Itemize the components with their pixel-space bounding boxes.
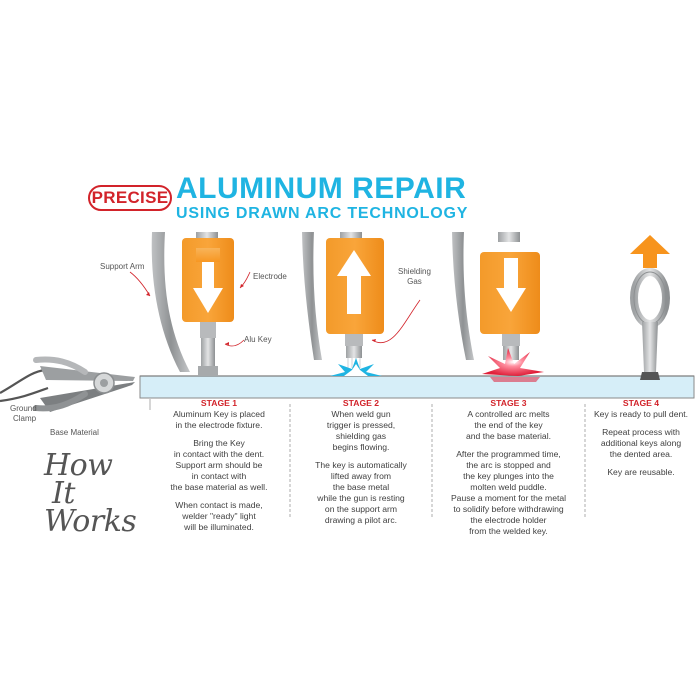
- stage-line: in the electrode fixture.: [175, 420, 263, 430]
- stage-line: Bring the Key: [193, 438, 245, 448]
- stage-heading: STAGE 3: [490, 398, 527, 408]
- stage-paragraph: Key are reusable.: [585, 467, 697, 478]
- stage-line: Repeat process with: [602, 427, 680, 437]
- stage-line: the arc is stopped and: [466, 460, 551, 470]
- stage-heading: STAGE 1: [200, 398, 238, 408]
- stage-line: When weld gun: [331, 409, 391, 419]
- up-arrow-icon: [337, 250, 371, 276]
- stage-line: and the base material.: [465, 431, 552, 441]
- support-arm-icon: [151, 232, 190, 372]
- stage-paragraph: Key is ready to pull dent.: [585, 409, 697, 420]
- stage-line: molten weld puddle.: [470, 482, 547, 492]
- stage-line: lifted away from: [330, 471, 392, 481]
- stage-2-gun: [302, 232, 384, 376]
- label-base-material: Base Material: [50, 428, 99, 437]
- stage-1-gun: [151, 232, 234, 376]
- stage-line: from the welded key.: [469, 526, 548, 536]
- stage-line: Key are reusable.: [607, 467, 675, 477]
- label-support-arm: Support Arm: [100, 262, 145, 271]
- precise-badge: PRECISE: [88, 185, 172, 211]
- how-it-works-title: How It Works: [44, 448, 137, 539]
- stage-line: welder "ready" light: [182, 511, 256, 521]
- stage-line: After the programmed time,: [456, 449, 561, 459]
- label-electrode: Electrode: [253, 272, 287, 281]
- down-arrow-icon: [193, 288, 223, 313]
- stage-line: additional keys along: [600, 438, 682, 448]
- stage-heading: STAGE 2: [342, 398, 380, 408]
- up-arrow-icon: [630, 235, 670, 268]
- stage-line: the base metal: [332, 482, 390, 492]
- label-alu-key: Alu Key: [244, 335, 272, 344]
- stage-line: trigger is pressed,: [326, 420, 396, 430]
- stage-line: the dented area.: [609, 449, 673, 459]
- stage-line: shielding gas: [335, 431, 387, 441]
- stage-line: on the support arm: [324, 504, 398, 514]
- stage-line: Support arm should be: [175, 460, 263, 470]
- label-ground-clamp: Ground Clamp: [10, 404, 37, 423]
- label-shielding-gas: Shielding Gas: [398, 267, 431, 286]
- stage-line: A controlled arc melts: [467, 409, 550, 419]
- page-subtitle: USING DRAWN ARC TECHNOLOGY: [176, 205, 469, 222]
- ground-clamp-icon: [0, 356, 135, 412]
- stage-line: the base material as well.: [170, 482, 268, 492]
- spark-icon: [482, 348, 544, 376]
- key-icon: [642, 322, 658, 372]
- stage-line: Key is ready to pull dent.: [593, 409, 689, 419]
- stage-line: Aluminum Key is placed: [173, 409, 265, 419]
- page-title: ALUMINUM REPAIR: [176, 172, 467, 205]
- stage-line: Pause a moment for the metal: [450, 493, 567, 503]
- stage-dividers: [289, 404, 586, 518]
- stage-paragraph: When contact is made,welder "ready" ligh…: [148, 500, 290, 533]
- stage-line: in contact with: [191, 471, 247, 481]
- stage-line: the end of the key: [474, 420, 543, 430]
- stage-line: while the gun is resting: [317, 493, 405, 503]
- stage-paragraph: After the programmed time,the arc is sto…: [432, 449, 585, 537]
- key-icon: [201, 338, 215, 366]
- stage-line: to solidify before withdrawing: [453, 504, 564, 514]
- stage-line: the key plunges into the: [463, 471, 554, 481]
- stage-line: the electrode holder: [470, 515, 547, 525]
- stage-line: drawing a pilot arc.: [324, 515, 398, 525]
- base-material-strip: [139, 375, 695, 399]
- stage-line: When contact is made,: [175, 500, 263, 510]
- stage-4-key: [630, 235, 670, 380]
- stage-line: The key is automatically: [315, 460, 407, 470]
- stage-3-gun: [452, 232, 544, 382]
- stage-line: in contact with the dent.: [173, 449, 265, 459]
- stage-line: will be illuminated.: [184, 522, 254, 532]
- stage-heading: STAGE 4: [622, 398, 660, 408]
- stage-line: begins flowing.: [332, 442, 390, 452]
